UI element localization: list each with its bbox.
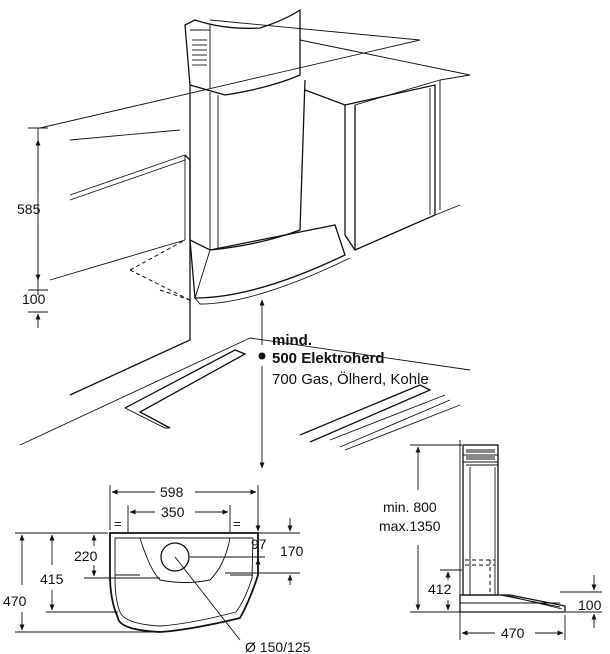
dim-585: 585 <box>17 127 48 291</box>
dim-470-side: 470 <box>459 615 566 641</box>
dim-412-label: 412 <box>428 581 452 597</box>
equal-mark-left: = <box>114 516 122 531</box>
equal-mark-right: = <box>233 516 241 531</box>
outlet-diameter-label: Ø 150/125 <box>245 639 311 654</box>
dim-220-label: 220 <box>74 548 98 564</box>
wall-outline <box>37 19 471 290</box>
height-max-label: max.1350 <box>379 518 441 534</box>
bottom-view: 598 350 = = 470 415 <box>3 484 311 654</box>
dim-97-label: 97 <box>251 536 267 552</box>
dim-170-label: 170 <box>280 543 304 559</box>
outlet-circle <box>160 542 190 572</box>
side-canopy <box>459 594 566 613</box>
dim-415: 415 <box>40 534 118 613</box>
dim-412: 412 <box>428 569 462 611</box>
dim-470-side-label: 470 <box>501 625 525 641</box>
dim-470-bottom: 470 <box>3 532 158 633</box>
dim-100-side-label: 100 <box>578 597 602 613</box>
dim-350: 350 = = <box>114 504 241 532</box>
clearance-electric: 500 Elektroherd <box>272 350 385 367</box>
dim-598: 598 <box>109 484 259 530</box>
side-view: min. 800 max.1350 412 100 470 <box>379 440 602 641</box>
clearance-gas: 700 Gas, Ölherd, Kohle <box>272 370 429 388</box>
dim-97-170: 97 170 <box>190 518 304 585</box>
left-wall-cabinet <box>69 154 191 396</box>
chimney-hood <box>184 8 351 305</box>
side-chimney <box>462 444 499 596</box>
clearance-bullet <box>258 352 266 360</box>
dim-585-label: 585 <box>17 201 41 217</box>
dim-598-label: 598 <box>160 484 184 500</box>
hood-outline <box>109 532 259 633</box>
hob <box>19 337 471 451</box>
dim-100-side: 100 <box>560 575 602 628</box>
chimney-vent-slits <box>192 39 207 66</box>
dim-100-main-label: 100 <box>22 291 46 307</box>
clearance-arrow <box>258 299 266 469</box>
right-wall-cabinet <box>304 74 471 251</box>
dim-height-side: min. 800 max.1350 <box>379 444 462 613</box>
dim-470-bottom-label: 470 <box>3 593 27 609</box>
dim-220: 220 <box>74 534 160 579</box>
dim-415-label: 415 <box>40 571 64 587</box>
dim-350-label: 350 <box>161 504 185 520</box>
main-perspective-view: 585 100 mind. 500 Elektroherd 700 Gas, Ö… <box>17 8 471 469</box>
clearance-title: mind. <box>272 332 312 349</box>
height-min-label: min. 800 <box>383 499 437 515</box>
dim-100-main: 100 <box>22 290 48 328</box>
